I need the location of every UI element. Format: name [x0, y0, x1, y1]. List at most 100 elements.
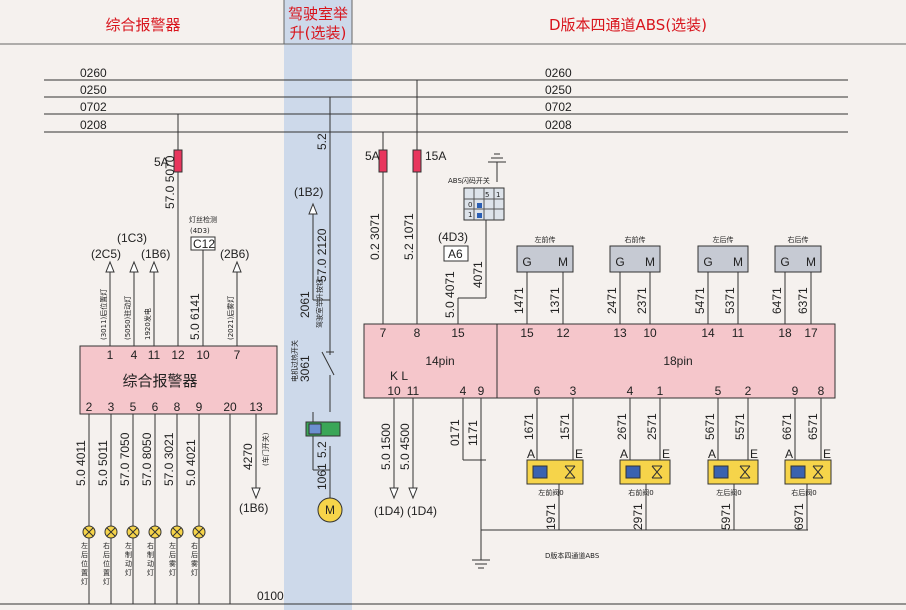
svg-text:14pin: 14pin	[425, 354, 454, 368]
valve-ae-2-1: E	[750, 447, 758, 461]
svg-text:0.2 3071: 0.2 3071	[368, 213, 382, 260]
bus-0702-r: 0702	[545, 100, 572, 114]
lamp-label-0-1: 后	[81, 550, 88, 559]
svg-text:(5050)驻动灯: (5050)驻动灯	[123, 296, 132, 340]
svg-text:8: 8	[414, 326, 421, 340]
svg-text:57.0 8050: 57.0 8050	[140, 432, 154, 486]
lamp-cross-5	[194, 527, 204, 537]
lamp-label-2-1: 制	[125, 550, 132, 559]
pin18-bot-2: 4	[627, 384, 634, 398]
valve-label-2: 左后阀0	[716, 488, 741, 497]
bus-0260-r: 0260	[545, 66, 572, 80]
sensor-label-3: 右后传	[788, 235, 809, 244]
lamp-label-0-0: 左	[81, 541, 88, 550]
lamp-label-1-0: 右	[103, 541, 110, 550]
valve-sym-3	[812, 465, 824, 479]
svg-text:5A: 5A	[365, 149, 380, 163]
sensor-2	[697, 245, 749, 273]
sensor-1	[609, 245, 661, 273]
lift-motor	[317, 497, 343, 523]
lamp-label-0-3: 置	[81, 569, 88, 577]
bus-0100: 0100	[257, 589, 284, 603]
svg-text:1: 1	[468, 211, 472, 219]
sensor-g-3: G	[780, 255, 789, 269]
ref-2b6: (2B6)	[220, 247, 249, 261]
valve-ae-3-0: A	[785, 447, 793, 461]
sensor-wire-label-3-0: 6471	[770, 287, 784, 314]
lamp-label-2-0: 左	[125, 541, 132, 550]
svg-text:4071: 4071	[471, 261, 485, 288]
lamp-cross-1	[106, 527, 116, 537]
sensor-label-1: 右前传	[625, 235, 646, 244]
valve-coil-3	[790, 465, 806, 479]
svg-text:1920发电: 1920发电	[143, 308, 152, 340]
svg-text:3: 3	[108, 400, 115, 414]
ref-1b6-bottom: (1B6)	[239, 501, 268, 515]
lamp-label-2-3: 灯	[125, 568, 132, 577]
sensor-wire-label-2-1: 5371	[723, 287, 737, 314]
valve-label-3: 右后阀0	[791, 488, 816, 497]
pin18-top-3: 10	[643, 326, 657, 340]
lamp-label-0-4: 灯	[81, 577, 88, 586]
lamp-label-0-2: 位	[81, 559, 88, 568]
svg-text:(4D3): (4D3)	[438, 230, 468, 244]
lamp-label-5-1: 后	[191, 550, 198, 559]
valve-ae-1-1: E	[662, 447, 670, 461]
pin18-top-0: 15	[520, 326, 534, 340]
bus-0208-l: 0208	[80, 118, 107, 132]
svg-text:C12: C12	[193, 237, 215, 251]
svg-text:4270: 4270	[241, 443, 255, 470]
svg-text:2061: 2061	[298, 291, 312, 318]
svg-text:5.0 4071: 5.0 4071	[443, 271, 457, 318]
valve-coil-2	[713, 465, 729, 479]
sensor-3	[774, 245, 822, 273]
lamp-cross-2	[128, 527, 138, 537]
svg-text:5.2 1071: 5.2 1071	[402, 213, 416, 260]
svg-text:电机过热开关: 电机过热开关	[290, 340, 299, 382]
svg-text:9: 9	[196, 400, 203, 414]
sensor-m-3: M	[806, 255, 816, 269]
svg-text:6: 6	[152, 400, 159, 414]
svg-text:13: 13	[249, 400, 263, 414]
lamp-label-5-2: 雾	[191, 560, 198, 568]
valve-ae-3-1: E	[823, 447, 831, 461]
pin18-top-4: 14	[701, 326, 715, 340]
sensor-wire-label-0-0: 1471	[512, 287, 526, 314]
header-abs: D版本四通道ABS(选装)	[549, 16, 707, 34]
fuse-15a-abs	[412, 149, 422, 173]
sensor-0	[516, 245, 574, 273]
ref-2c5: (2C5)	[91, 247, 121, 261]
lamp-label-4-2: 雾	[169, 560, 176, 568]
sensor-g-1: G	[615, 255, 624, 269]
lamp-label-3-2: 动	[147, 559, 154, 568]
lamp-label-4-3: 灯	[169, 568, 176, 577]
lamp-cross-3	[150, 527, 160, 537]
svg-text:5: 5	[485, 191, 489, 199]
lamp-label-1-2: 位	[103, 559, 110, 568]
pin18-bot-5: 2	[745, 384, 752, 398]
abs-switch-label: ABS闪码开关	[448, 176, 490, 185]
sensor-label-0: 左前传	[535, 235, 556, 244]
svg-text:1: 1	[496, 191, 500, 199]
svg-text:2: 2	[86, 400, 93, 414]
connector-c12	[190, 236, 216, 251]
svg-text:1: 1	[107, 348, 114, 362]
pin18-bot-1: 3	[570, 384, 577, 398]
valve-wire-label-0-1: 1571	[558, 413, 572, 440]
return-label-1: 2971	[631, 503, 645, 530]
lamp-label-2-2: 动	[125, 559, 132, 568]
pin18-top-5: 11	[732, 326, 745, 340]
svg-text:5: 5	[130, 400, 137, 414]
svg-text:3061: 3061	[298, 355, 312, 382]
sensor-g-2: G	[703, 255, 712, 269]
valve-wire-label-3-1: 6571	[806, 413, 820, 440]
valve-wire-label-3-0: 6671	[780, 413, 794, 440]
svg-text:0171: 0171	[448, 419, 462, 446]
valve-coil-1	[625, 465, 641, 479]
svg-text:5.0 4021: 5.0 4021	[184, 439, 198, 486]
connector-a6	[443, 245, 469, 262]
sensor-g-0: G	[522, 255, 531, 269]
